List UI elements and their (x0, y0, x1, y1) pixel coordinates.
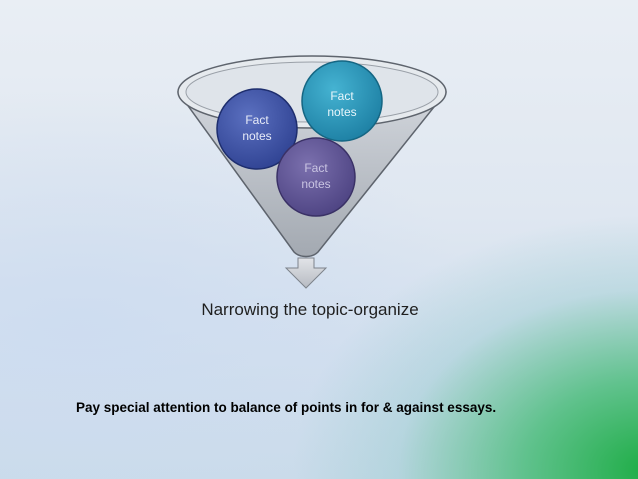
bubble-fact-notes-center (276, 137, 356, 217)
bubble-label-right: Fact notes (302, 88, 382, 120)
slide-note: Pay special attention to balance of poin… (76, 400, 497, 415)
bubble-label-left: Fact notes (217, 112, 297, 144)
bubble-label-line2: notes (242, 129, 272, 143)
down-arrow-icon (284, 257, 328, 289)
bubble-label-center: Fact notes (276, 160, 356, 192)
bubble-label-line1: Fact (304, 161, 328, 175)
bubble-label-line2: notes (301, 177, 331, 191)
diagram-caption: Narrowing the topic-organize (201, 300, 419, 319)
bubble-label-line2: notes (327, 105, 357, 119)
bubble-fact-notes-left (216, 88, 298, 170)
bubble-fact-notes-right (301, 60, 383, 142)
bubble-label-line1: Fact (245, 113, 269, 127)
bubble-label-line1: Fact (330, 89, 354, 103)
